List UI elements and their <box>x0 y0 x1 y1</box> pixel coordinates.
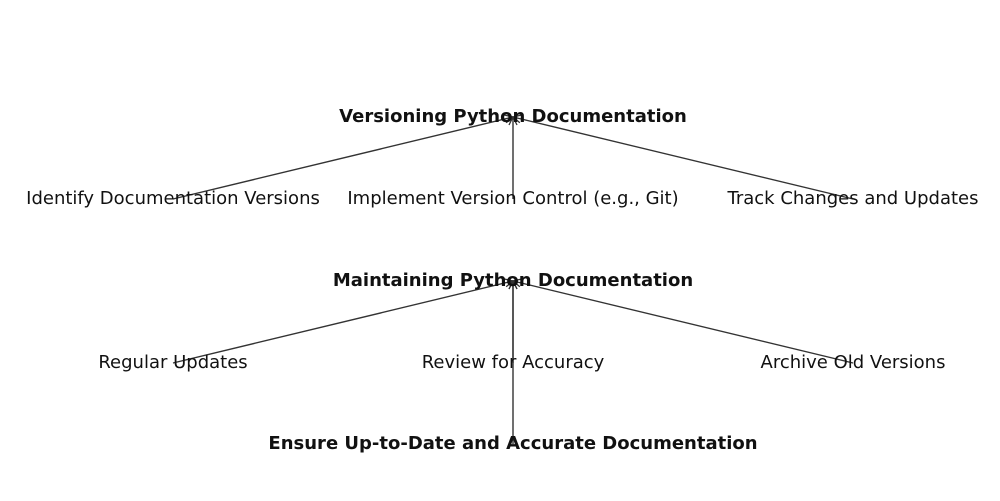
node-maintaining-title: Maintaining Python Documentation <box>332 270 694 291</box>
edge-regular-to-maintaining <box>172 281 513 364</box>
edge-track-to-versioning <box>513 117 854 200</box>
edge-identify-to-versioning <box>172 117 513 200</box>
node-regular-updates: Regular Updates <box>98 352 248 373</box>
node-versioning-title: Versioning Python Documentation <box>339 106 687 127</box>
edge-archive-to-maintaining <box>513 281 854 364</box>
node-identify-versions: Identify Documentation Versions <box>26 188 320 209</box>
node-ensure-accurate: Ensure Up-to-Date and Accurate Documenta… <box>268 433 758 454</box>
node-track-changes: Track Changes and Updates <box>727 188 979 209</box>
node-implement-version-control: Implement Version Control (e.g., Git) <box>347 188 679 209</box>
node-review-accuracy: Review for Accuracy <box>421 352 605 373</box>
node-archive-versions: Archive Old Versions <box>760 352 946 373</box>
edges-layer <box>172 117 854 444</box>
